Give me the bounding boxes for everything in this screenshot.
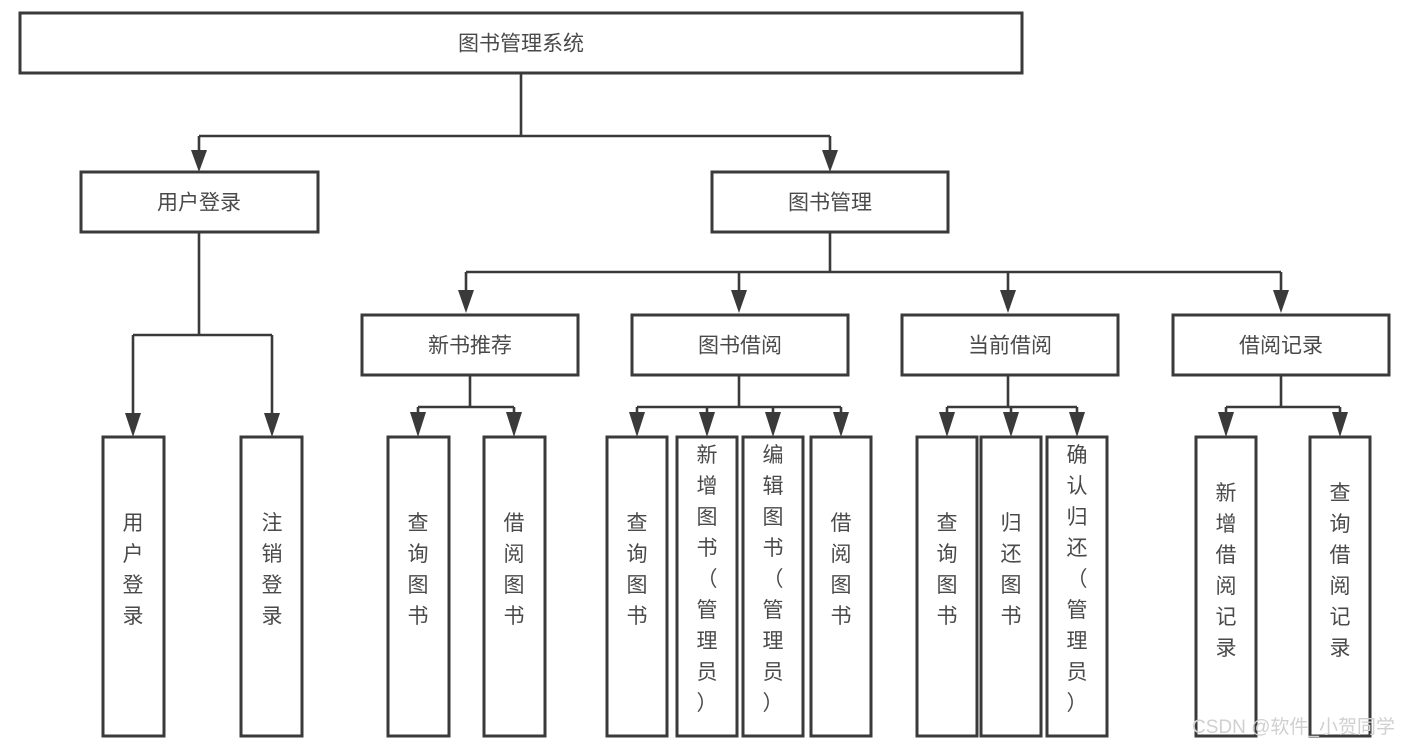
arrow-head-nb-leaf-1 — [410, 412, 426, 437]
leaf-current-borrow-confirm-box[interactable] — [1045, 435, 1109, 738]
leaf-user-login-login-box[interactable] — [101, 435, 166, 738]
arrow-head-br-leaf-1 — [1218, 412, 1234, 437]
leaf-new-book-borrow-box[interactable] — [482, 435, 547, 738]
leaf-book-borrow-borrow-label: 借阅图书 — [831, 512, 852, 628]
leaf-book-borrow-query-box[interactable] — [605, 435, 669, 738]
node-user-login[interactable]: 用户登录 — [79, 170, 320, 234]
connector-layer — [125, 73, 1348, 437]
leaf-new-book-query-label: 查询图书 — [408, 512, 429, 628]
arrow-head-bb-leaf-4 — [833, 412, 849, 437]
node-book-management-box[interactable] — [710, 170, 950, 234]
arrow-head-leaf-user-login — [125, 413, 141, 437]
leaf-borrow-record-query-box[interactable] — [1308, 435, 1372, 738]
arrow-head-book-management — [822, 150, 838, 172]
node-book-borrow-label: 图书借阅 — [698, 335, 782, 358]
node-current-borrow[interactable]: 当前借阅 — [900, 313, 1120, 377]
node-book-borrow-box[interactable] — [630, 313, 850, 377]
leaf-user-login-logout[interactable]: 注销登录 — [239, 435, 304, 738]
leaf-book-borrow-edit-box[interactable] — [741, 435, 805, 738]
leaf-borrow-record-add[interactable]: 新增借阅记录 — [1194, 435, 1258, 738]
arrow-head-book-borrow — [731, 290, 747, 313]
arrow-head-cb-leaf-3 — [1069, 412, 1085, 437]
leaf-book-borrow-add[interactable]: 新增图书（管理员） — [675, 435, 739, 738]
leaf-current-borrow-return-box[interactable] — [979, 435, 1043, 738]
leaf-book-borrow-query-label: 查询图书 — [627, 512, 648, 628]
leaf-current-borrow-query-box[interactable] — [915, 435, 979, 738]
node-borrow-record-label: 借阅记录 — [1239, 335, 1323, 358]
arrow-head-bb-leaf-1 — [629, 412, 645, 437]
node-book-management[interactable]: 图书管理 — [710, 170, 950, 234]
leaf-borrow-record-query[interactable]: 查询借阅记录 — [1308, 435, 1372, 738]
leaf-current-borrow-return-label: 归还图书 — [1001, 512, 1022, 628]
leaf-book-borrow-borrow-box[interactable] — [809, 435, 873, 738]
leaf-book-borrow-add-box[interactable] — [675, 435, 739, 738]
node-new-book-recommend[interactable]: 新书推荐 — [360, 313, 580, 377]
arrow-head-bb-leaf-2 — [699, 412, 715, 437]
leaf-borrow-record-add-label: 新增借阅记录 — [1216, 482, 1237, 660]
leaf-book-borrow-edit-label: 编辑图书（管理员） — [763, 444, 784, 715]
arrow-head-new-book — [458, 290, 474, 313]
leaf-user-login-login-label: 用户登录 — [123, 512, 144, 628]
node-current-borrow-box[interactable] — [900, 313, 1120, 377]
node-new-book-recommend-box[interactable] — [360, 313, 580, 377]
leaf-book-borrow-query[interactable]: 查询图书 — [605, 435, 669, 738]
node-book-borrow[interactable]: 图书借阅 — [630, 313, 850, 377]
arrow-head-cb-leaf-2 — [1003, 412, 1019, 437]
arrow-head-borrow-record — [1273, 290, 1289, 313]
arrow-head-cb-leaf-1 — [939, 412, 955, 437]
leaf-current-borrow-query-label: 查询图书 — [937, 512, 958, 628]
node-new-book-recommend-label: 新书推荐 — [428, 335, 512, 358]
leaf-user-login-login[interactable]: 用户登录 — [101, 435, 166, 738]
leaf-new-book-borrow-label: 借阅图书 — [504, 512, 525, 628]
node-user-login-label: 用户登录 — [157, 192, 241, 215]
leaf-book-borrow-edit[interactable]: 编辑图书（管理员） — [741, 435, 805, 738]
leaf-book-borrow-add-label: 新增图书（管理员） — [697, 444, 718, 715]
arrow-head-br-leaf-2 — [1332, 412, 1348, 437]
leaf-new-book-query-box[interactable] — [386, 435, 451, 738]
node-borrow-record-box[interactable] — [1171, 313, 1391, 377]
node-borrow-record[interactable]: 借阅记录 — [1171, 313, 1391, 377]
leaf-borrow-record-query-label: 查询借阅记录 — [1330, 482, 1351, 660]
arrow-head-bb-leaf-3 — [765, 412, 781, 437]
leaf-user-login-logout-label: 注销登录 — [262, 512, 283, 628]
arrow-head-user-login — [191, 150, 207, 172]
leaf-new-book-borrow[interactable]: 借阅图书 — [482, 435, 547, 738]
leaf-current-borrow-confirm-label: 确认归还（管理员） — [1067, 444, 1088, 715]
node-root-label: 图书管理系统 — [458, 33, 584, 56]
watermark-label: CSDN @软件_小贺同学 — [1192, 716, 1395, 738]
leaf-current-borrow-query[interactable]: 查询图书 — [915, 435, 979, 738]
node-book-management-label: 图书管理 — [788, 192, 872, 215]
leaf-current-borrow-confirm[interactable]: 确认归还（管理员） — [1045, 435, 1109, 738]
leaf-current-borrow-return[interactable]: 归还图书 — [979, 435, 1043, 738]
node-current-borrow-label: 当前借阅 — [968, 335, 1052, 358]
node-root-box[interactable] — [18, 11, 1024, 75]
leaf-borrow-record-add-box[interactable] — [1194, 435, 1258, 738]
node-user-login-box[interactable] — [79, 170, 320, 234]
arrow-head-nb-leaf-2 — [506, 412, 522, 437]
leaf-book-borrow-borrow[interactable]: 借阅图书 — [809, 435, 873, 738]
leaf-user-login-logout-box[interactable] — [239, 435, 304, 738]
arrow-head-leaf-logout — [264, 413, 280, 437]
node-root-system[interactable]: 图书管理系统 — [18, 11, 1024, 75]
arrow-head-current-borrow — [1000, 290, 1016, 313]
leaf-new-book-query[interactable]: 查询图书 — [386, 435, 451, 738]
